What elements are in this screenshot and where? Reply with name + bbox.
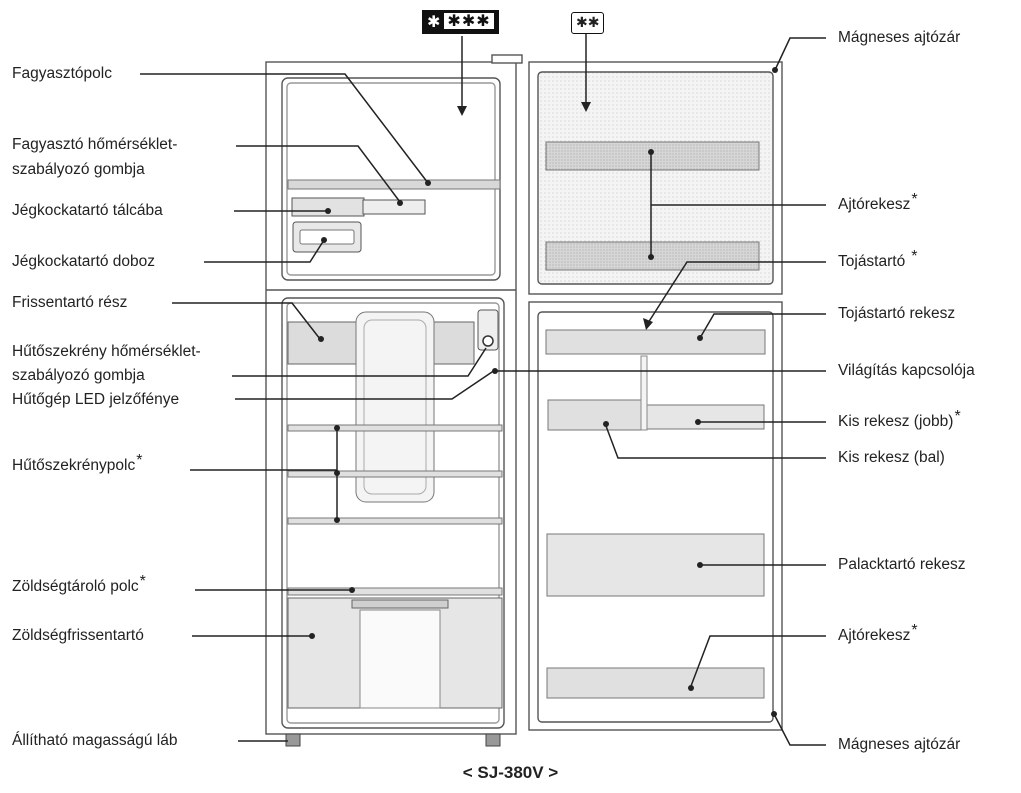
fridge-door [528,301,783,731]
freezer-door-inner [537,71,774,285]
label-freezer-temp-knob-line2: szabályozó gombja [12,161,145,178]
label-door-pocket-bottom: Ajtórekesz* [838,622,918,644]
air-duct [355,311,435,503]
label-freezer-temp-knob-line1: Fagyasztó hőmérséklet- [12,136,178,153]
foot-left [285,733,301,747]
label-ice-box: Jégkockatartó doboz [12,253,156,270]
label-fridge-temp-knob-line1: Hűtőszekrény hőmérséklet- [12,343,201,360]
arrowheads [457,102,653,330]
leader-lines [140,34,826,746]
freezer-door [528,61,783,295]
label-freezer-shelf: Fagyasztópolc [12,65,112,82]
asterisk: * [911,622,918,639]
label-fridge-shelf: Hűtőszekrénypolc* [12,452,143,474]
asterisk: * [954,408,961,425]
door-pocket-bottom [546,667,765,699]
asterisk: * [139,573,146,590]
door-star-rating-badge: ✱✱ [571,12,605,34]
small-pocket-left [547,399,642,431]
asterisk: * [911,191,918,208]
freezer-star-rating-badge: ✱✱✱✱ [422,10,499,34]
label-egg-holder: Tojástartó* [838,248,918,270]
fridge-compartment [281,297,505,729]
label-adjustable-foot: Állítható magasságú láb [12,732,178,749]
egg-pocket [545,329,766,355]
label-fridge-temp-knob-line2: szabályozó gombja [12,367,145,384]
label-light-switch: Világítás kapcsolója [838,362,975,379]
vegetable-shelf [287,587,503,596]
foot-right [485,733,501,747]
small-pocket-right [645,404,765,430]
label-door-pocket-top: Ajtórekesz* [838,191,918,213]
label-egg-pocket: Tojástartó rekesz [838,305,956,322]
fridge-shelves [287,424,503,525]
top-hinge [491,54,523,64]
label-small-pocket-right: Kis rekesz (jobb)* [838,408,961,430]
freezer-shelf [287,179,501,190]
cabinet-outline [265,61,517,735]
label-vegetable-shelf: Zöldségtároló polc* [12,573,146,595]
label-ice-tray: Jégkockatartó tálcába [12,202,163,219]
label-magnetic-seal-bottom: Mágneses ajtózár [838,736,961,753]
cabinet [265,54,523,735]
label-bottle-pocket: Palacktartó rekesz [838,556,966,573]
freezer-door-pocket-upper [545,141,760,171]
label-crisper: Zöldségfrissentartó [12,627,144,644]
model-caption: < SJ-380V > [462,763,559,782]
label-small-pocket-left: Kis rekesz (bal) [838,449,945,466]
star-icon: ✱ [427,12,442,31]
label-magnetic-seal-top: Mágneses ajtózár [838,29,961,46]
freezer-compartment [281,77,501,281]
fridge-door-inner [537,311,774,723]
leader-dots [309,67,778,717]
asterisk: * [911,248,918,265]
three-star-icon: ✱✱✱ [444,13,494,29]
label-fresh-section: Frissentartó rész [12,294,128,311]
asterisk: * [136,452,143,469]
door [528,61,783,731]
label-led: Hűtőgép LED jelzőfénye [12,391,180,408]
